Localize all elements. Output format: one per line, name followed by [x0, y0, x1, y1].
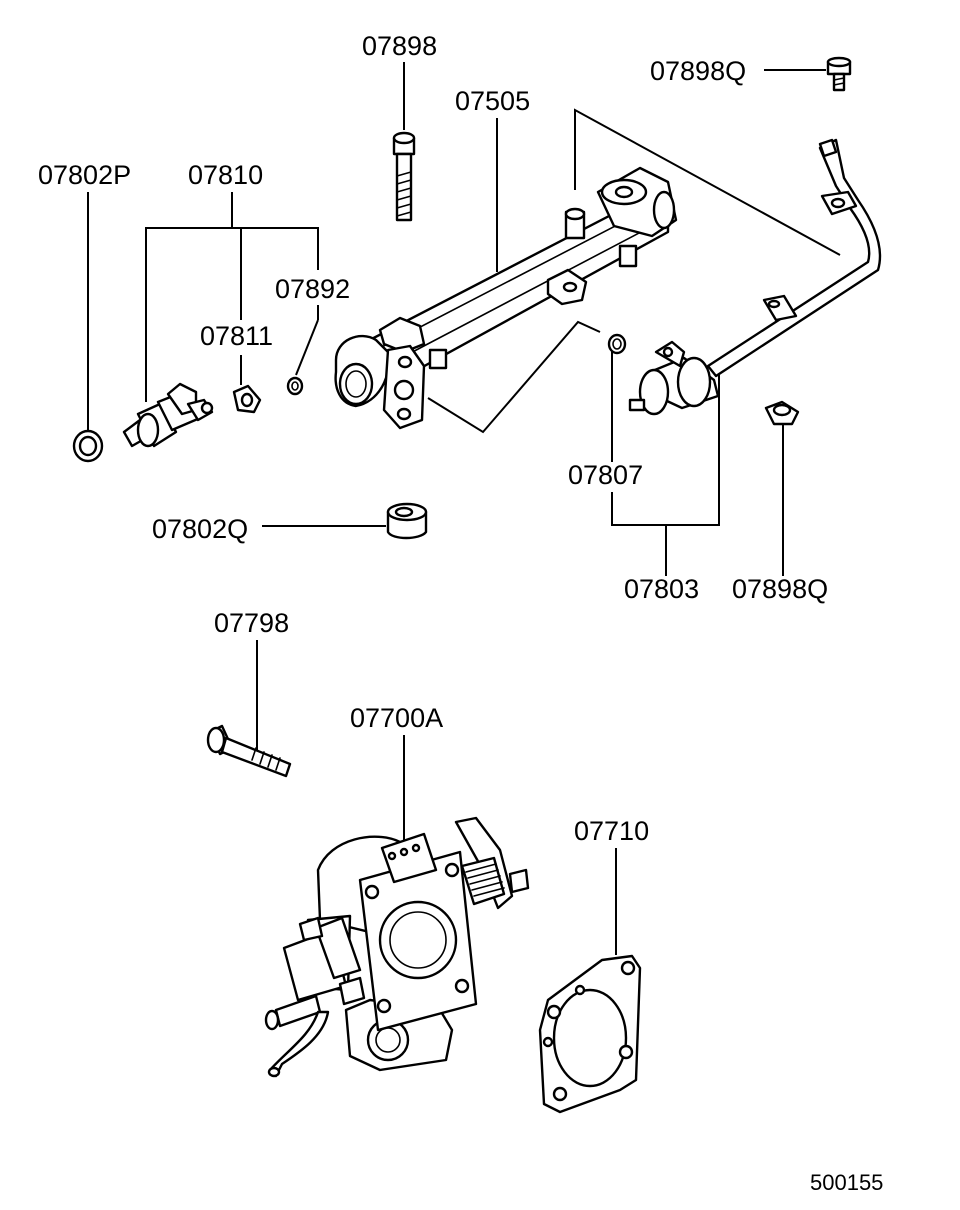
- label-07810: 07810: [188, 160, 263, 190]
- bolt-07798-icon: [206, 724, 292, 778]
- label-07898Q-top: 07898Q: [650, 56, 746, 86]
- o-ring-07892-icon: [286, 376, 304, 396]
- label-07811: 07811: [200, 321, 273, 351]
- label-07798: 07798: [214, 608, 289, 638]
- injector-07810-icon: [122, 382, 214, 448]
- reference-number: 500155: [810, 1170, 883, 1195]
- label-07803: 07803: [624, 574, 699, 604]
- label-07898Q-right: 07898Q: [732, 574, 828, 604]
- label-07892: 07892: [275, 274, 350, 304]
- gasket-07710-icon: [538, 954, 642, 1114]
- pressure-regulator-07803-icon: [628, 138, 882, 416]
- insulator-07802Q-icon: [386, 502, 428, 540]
- label-07700A: 07700A: [350, 703, 443, 733]
- throttle-body-07700A-icon: [264, 816, 530, 1078]
- bolt-07898Q-right-icon: [764, 400, 800, 426]
- grommet-07802P-icon: [72, 429, 104, 463]
- o-ring-07807-icon: [607, 333, 627, 355]
- label-07710: 07710: [574, 816, 649, 846]
- insulator-07811-icon: [232, 384, 262, 414]
- bolt-07898Q-top-icon: [826, 56, 852, 92]
- label-07807: 07807: [568, 460, 643, 490]
- label-07802Q: 07802Q: [152, 514, 248, 544]
- label-07505: 07505: [455, 86, 530, 116]
- leader-lines: [87, 62, 841, 955]
- fuel-rail-07505-icon: [334, 166, 678, 430]
- bolt-07898-icon: [392, 131, 416, 222]
- label-07898-top: 07898: [362, 31, 437, 61]
- label-07802P: 07802P: [38, 160, 131, 190]
